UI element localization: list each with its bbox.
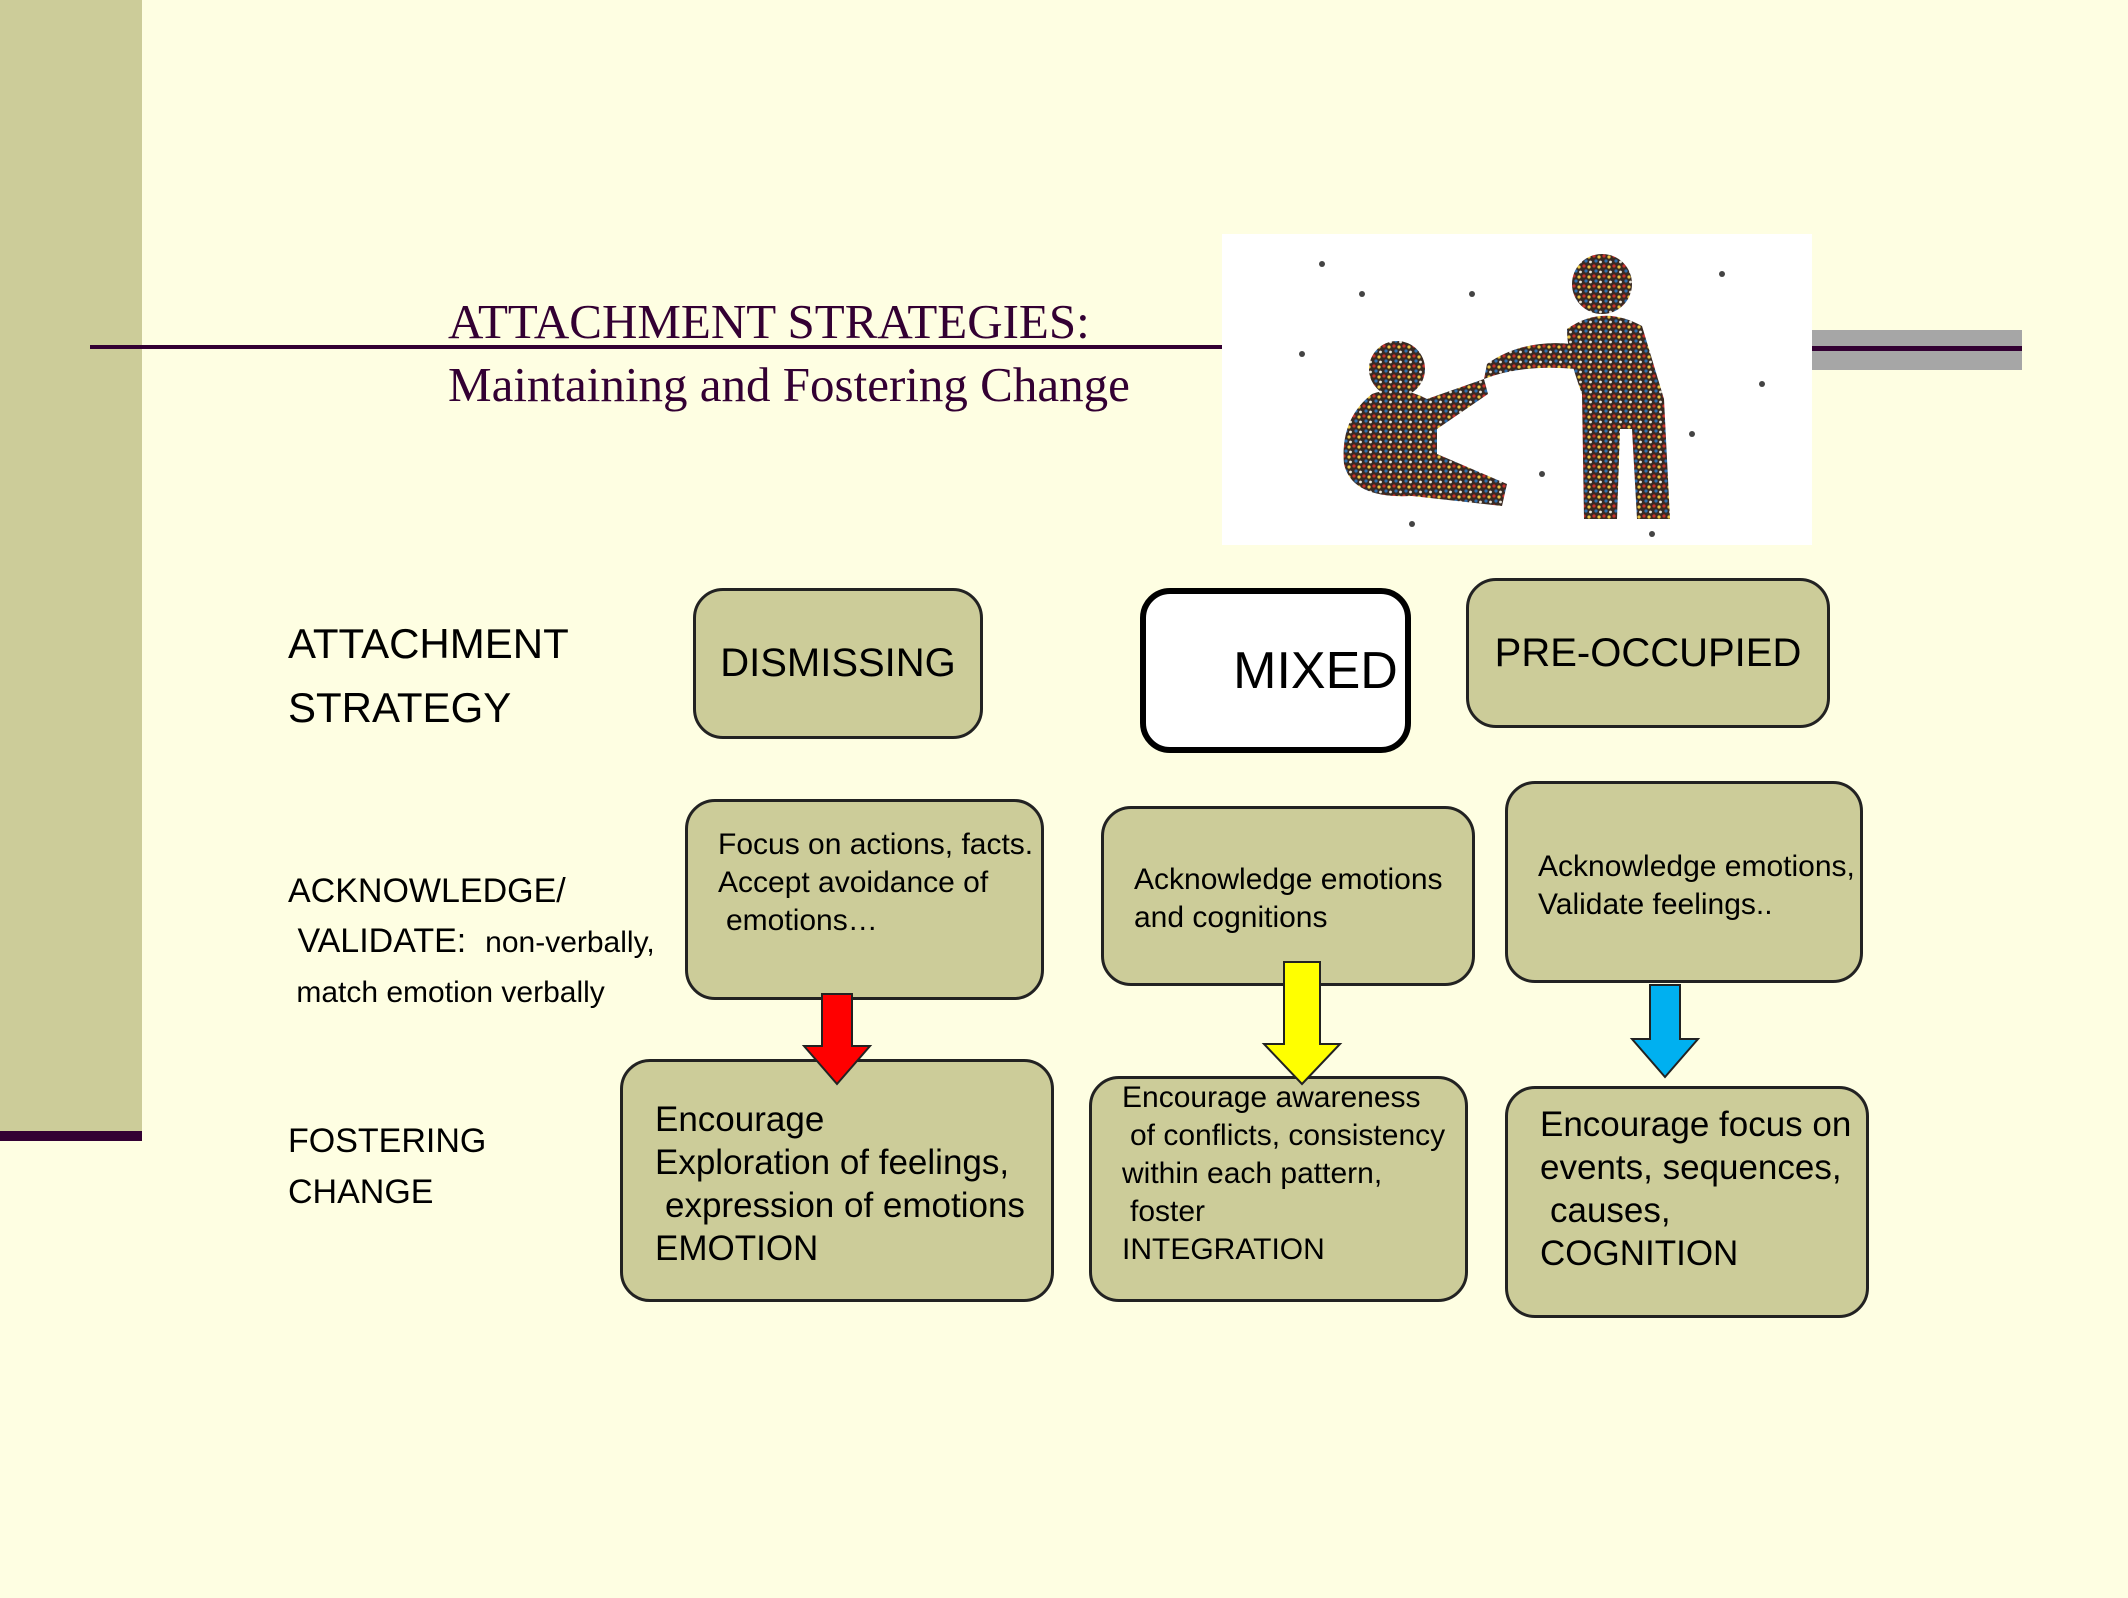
box-text-line: Acknowledge emotions (1134, 863, 1443, 896)
header-box-preoccupied: PRE-OCCUPIED (1466, 578, 1830, 728)
box-text-line: Encourage (655, 1100, 825, 1139)
row-label-attachment-strategy: ATTACHMENT STRATEGY (288, 612, 569, 740)
slide-title-line-1: ATTACHMENT STRATEGIES: (448, 294, 1090, 349)
row-label-acknowledge-validate: ACKNOWLEDGE/ VALIDATE: non-verbally, mat… (288, 866, 655, 1018)
slide-title: ATTACHMENT STRATEGIES: Maintaining and F… (448, 290, 1130, 416)
title-rule-line (90, 345, 1222, 349)
row-label-line: match emotion verbally (288, 968, 655, 1018)
box-text-line: Encourage awareness (1122, 1081, 1421, 1114)
row-label-line: ATTACHMENT (288, 620, 569, 667)
row-label-line-validate: VALIDATE: non-verbally, (288, 916, 655, 968)
box-text-line: COGNITION (1540, 1234, 1739, 1273)
row-label-match-emotion: match emotion verbally (296, 976, 605, 1009)
right-decorative-line (1812, 346, 2022, 351)
row-label-line: STRATEGY (288, 684, 512, 731)
header-label-mixed: MIXED (1233, 641, 1398, 700)
down-arrow-mixed (1261, 961, 1343, 1086)
row-label-nonverbally: non-verbally, (485, 926, 655, 959)
acknowledge-box-dismissing: Focus on actions, facts. Accept avoidanc… (685, 799, 1044, 1000)
box-text-line: Encourage focus on (1540, 1105, 1852, 1144)
arrow-shape (1629, 984, 1701, 1079)
acknowledge-box-mixed: Acknowledge emotions and cognitions (1101, 806, 1475, 986)
box-text-line: within each pattern, (1122, 1157, 1383, 1190)
box-text-line: INTEGRATION (1122, 1233, 1325, 1266)
fostering-box-dismissing: Encourage Exploration of feelings, expre… (620, 1059, 1054, 1302)
box-text-line: events, sequences, (1540, 1148, 1842, 1187)
arrow-shape (1261, 961, 1343, 1086)
header-label-preoccupied: PRE-OCCUPIED (1494, 630, 1802, 675)
row-label-fostering-change: FOSTERING CHANGE (288, 1116, 486, 1218)
header-box-mixed: MIXED (1140, 588, 1411, 753)
left-band-underline (0, 1131, 142, 1141)
crowd-helping-hand-icon (1299, 254, 1765, 537)
left-decorative-band (0, 0, 142, 1140)
fostering-box-mixed: Encourage awareness of conflicts, consis… (1089, 1076, 1468, 1302)
box-text-line: expression of emotions (665, 1186, 1025, 1225)
slide-title-line-2: Maintaining and Fostering Change (448, 357, 1130, 412)
acknowledge-box-preoccupied: Acknowledge emotions, Validate feelings.… (1505, 781, 1863, 983)
row-label-line: ACKNOWLEDGE/ (288, 872, 566, 910)
box-text-line: and cognitions (1134, 901, 1328, 934)
box-text-line: causes, (1550, 1191, 1671, 1230)
header-label-dismissing: DISMISSING (720, 641, 956, 685)
fostering-box-preoccupied: Encourage focus on events, sequences, ca… (1505, 1086, 1869, 1318)
box-text-line: Acknowledge emotions, (1538, 850, 1855, 883)
header-box-dismissing: DISMISSING (693, 588, 983, 739)
box-text-line: EMOTION (655, 1229, 819, 1268)
row-label-line: FOSTERING (288, 1122, 487, 1160)
crowd-helping-hand-image (1222, 234, 1812, 545)
box-text-line: Exploration of feelings, (655, 1143, 1010, 1182)
box-text-line: Validate feelings.. (1538, 888, 1773, 921)
box-text-line: of conflicts, consistency (1130, 1119, 1446, 1152)
box-text-line: Focus on actions, facts. (718, 828, 1034, 861)
row-label-line: CHANGE (288, 1173, 434, 1211)
box-text-line: Accept avoidance of (718, 866, 989, 899)
box-text-line: emotions… (726, 904, 878, 937)
down-arrow-preoccupied (1629, 984, 1701, 1079)
row-label-validate: VALIDATE: (297, 922, 467, 960)
down-arrow-dismissing (801, 993, 873, 1086)
box-text-line: foster (1130, 1195, 1206, 1228)
arrow-shape (801, 993, 873, 1086)
